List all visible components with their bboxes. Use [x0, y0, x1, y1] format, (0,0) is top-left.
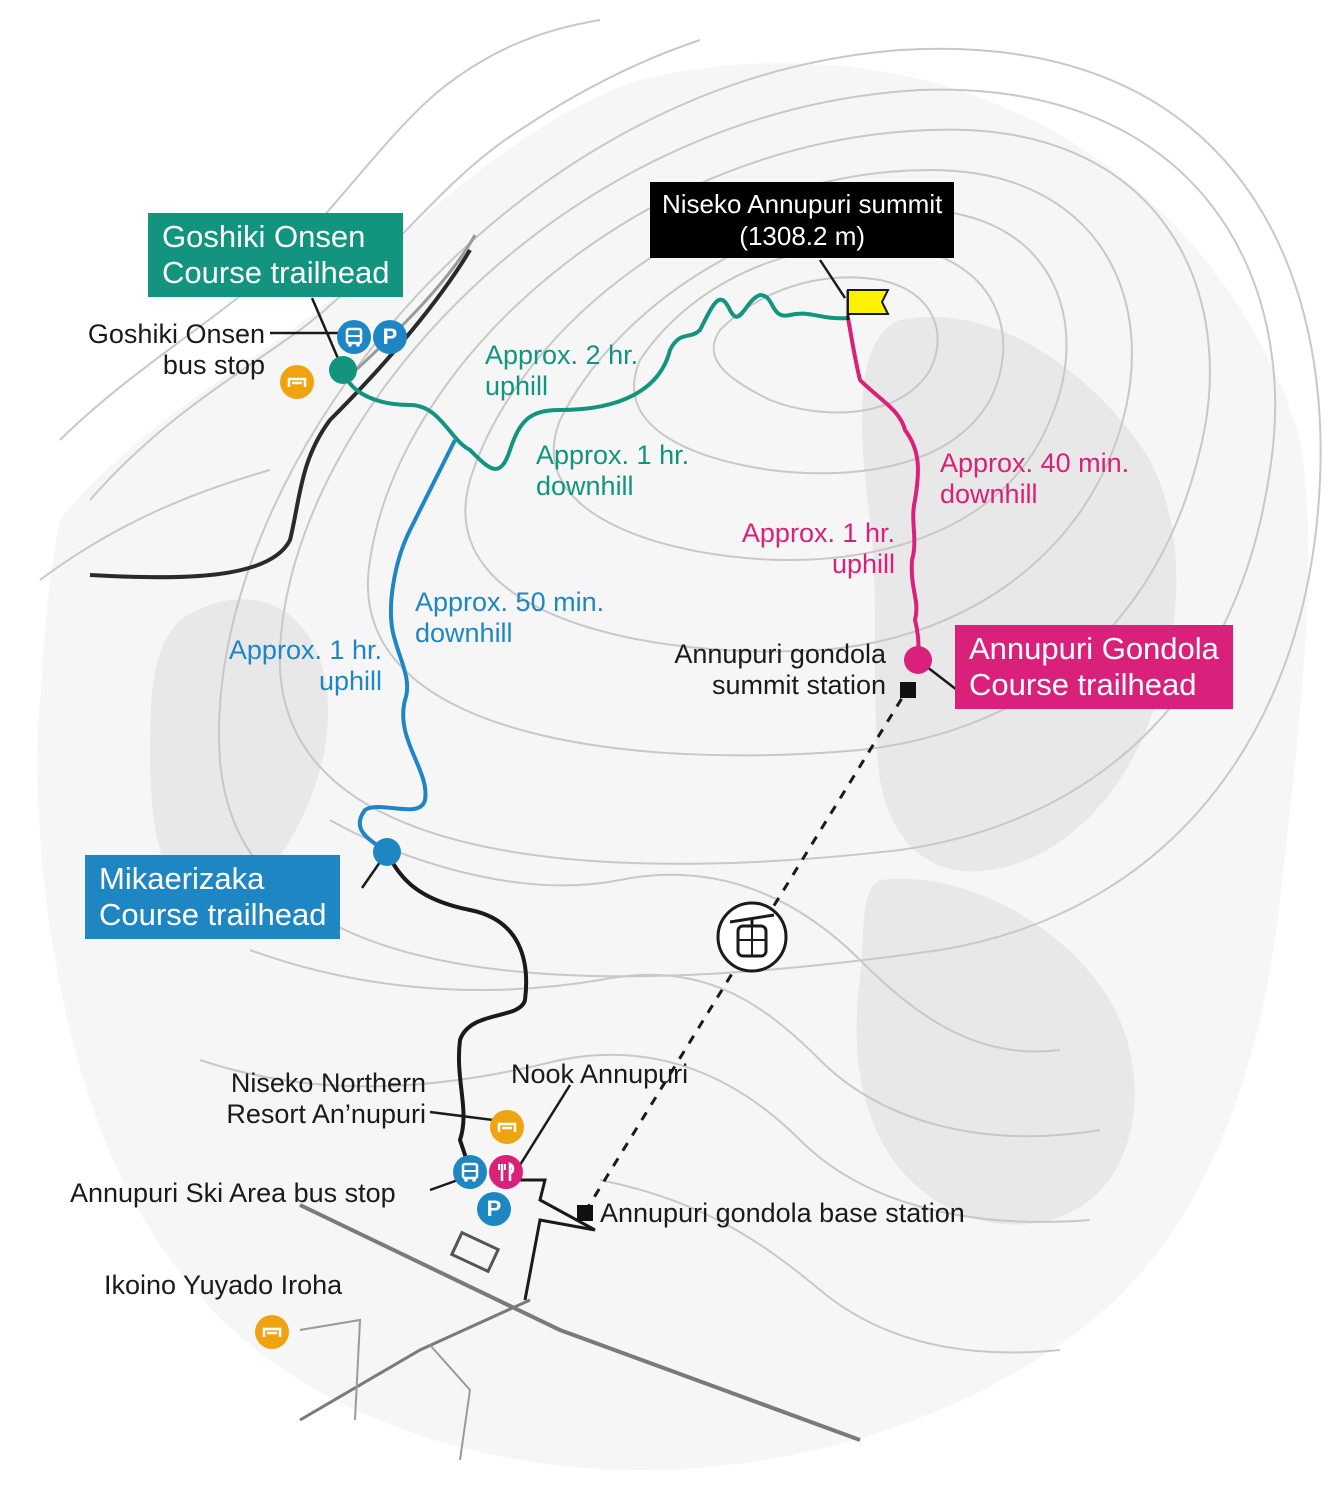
gondola-trailhead-line2: Course trailhead	[969, 667, 1197, 702]
time-line: Approx. 1 hr.	[741, 518, 895, 548]
ikoino-label: Ikoino Yuyado Iroha	[104, 1270, 342, 1301]
goshiki-downhill-time: Approx. 1 hr. downhill	[536, 440, 689, 502]
place-line: Annupuri gondola base station	[600, 1198, 965, 1228]
time-line: downhill	[536, 471, 634, 501]
gondola-icon	[716, 901, 788, 973]
time-line: uphill	[485, 371, 549, 401]
lodging-icon	[490, 1110, 524, 1144]
mikaerizaka-route-line	[357, 439, 457, 854]
place-line: summit station	[711, 670, 886, 700]
parking-icon: P	[373, 320, 407, 354]
goshiki-road-outer	[343, 234, 477, 382]
place-line: bus stop	[162, 350, 265, 380]
place-line: Nook Annupuri	[511, 1059, 689, 1089]
goshiki-trailhead-line2: Course trailhead	[162, 255, 390, 290]
ski-area-bus-stop-label: Annupuri Ski Area bus stop	[70, 1178, 396, 1209]
goshiki-uphill-time: Approx. 2 hr. uphill	[485, 340, 638, 402]
side-road-3	[299, 1318, 362, 1421]
time-line: Approx. 40 min.	[940, 448, 1130, 478]
contour-lines	[39, 19, 1322, 1354]
summit-elevation: (1308.2 m)	[739, 221, 866, 251]
goshiki-road	[89, 248, 472, 580]
mikaerizaka-uphill-time: Approx. 1 hr. uphill	[212, 635, 382, 697]
summit-flag-icon	[846, 289, 890, 320]
side-road-2	[429, 1344, 472, 1461]
nook-annupuri-label: Nook Annupuri	[511, 1059, 688, 1090]
mikaerizaka-downhill-time: Approx. 50 min. downhill	[415, 587, 604, 649]
highway-road	[299, 1203, 861, 1442]
place-line: Annupuri gondola	[674, 639, 886, 669]
gondola-route-line	[846, 317, 921, 661]
place-line: Annupuri Ski Area bus stop	[70, 1178, 396, 1208]
time-line: uphill	[318, 666, 382, 696]
gondola-base-station-marker	[577, 1205, 593, 1221]
gondola-trailhead-dot	[904, 646, 932, 674]
place-line: Ikoino Yuyado Iroha	[104, 1270, 343, 1300]
summit-name: Niseko Annupuri summit	[662, 189, 943, 219]
side-road	[299, 1298, 531, 1422]
base-parking-road	[510, 1178, 596, 1301]
mikaerizaka-trailhead-line2: Course trailhead	[99, 897, 327, 932]
mikaerizaka-trailhead-line1: Mikaerizaka	[99, 861, 265, 896]
goshiki-route-line	[341, 292, 849, 471]
goshiki-trailhead-dot	[329, 356, 357, 384]
time-line: downhill	[415, 618, 513, 648]
place-line: Goshiki Onsen	[87, 319, 265, 349]
place-line: Resort An’nupuri	[226, 1099, 426, 1129]
time-line: uphill	[831, 549, 895, 579]
time-line: downhill	[940, 479, 1038, 509]
time-line: Approx. 1 hr.	[228, 635, 382, 665]
gondola-downhill-time: Approx. 40 min. downhill	[940, 448, 1129, 510]
mikaerizaka-trailhead-dot	[373, 838, 401, 866]
time-line: Approx. 1 hr.	[536, 440, 690, 470]
goshiki-trailhead-line1: Goshiki Onsen	[162, 219, 366, 254]
base-building	[449, 1230, 501, 1274]
mikaerizaka-trailhead-label: Mikaerizaka Course trailhead	[85, 855, 341, 939]
bus-icon	[453, 1155, 487, 1189]
gondola-summit-station-marker	[900, 682, 916, 698]
parking-icon: P	[477, 1192, 511, 1226]
northern-resort-label: Niseko Northern Resort An’nupuri	[180, 1068, 426, 1130]
place-line: Niseko Northern	[230, 1068, 426, 1098]
gondola-summit-station-label: Annupuri gondola summit station	[640, 639, 886, 701]
lodging-icon	[255, 1315, 289, 1349]
bus-icon	[337, 320, 371, 354]
restaurant-icon	[489, 1155, 523, 1189]
time-line: Approx. 2 hr.	[485, 340, 639, 370]
summit-label: Niseko Annupuri summit (1308.2 m)	[650, 182, 955, 258]
goshiki-trailhead-label: Goshiki Onsen Course trailhead	[148, 213, 404, 297]
terrain-shading	[37, 63, 1309, 1470]
gondola-trailhead-line1: Annupuri Gondola	[969, 631, 1219, 666]
goshiki-bus-stop-label: Goshiki Onsen bus stop	[60, 319, 265, 381]
lodging-icon	[280, 365, 314, 399]
gondola-uphill-time: Approx. 1 hr. uphill	[715, 518, 895, 580]
base-access-road	[385, 851, 529, 1171]
time-line: Approx. 50 min.	[415, 587, 605, 617]
gondola-trailhead-label: Annupuri Gondola Course trailhead	[955, 625, 1233, 709]
gondola-base-station-label: Annupuri gondola base station	[600, 1198, 965, 1229]
